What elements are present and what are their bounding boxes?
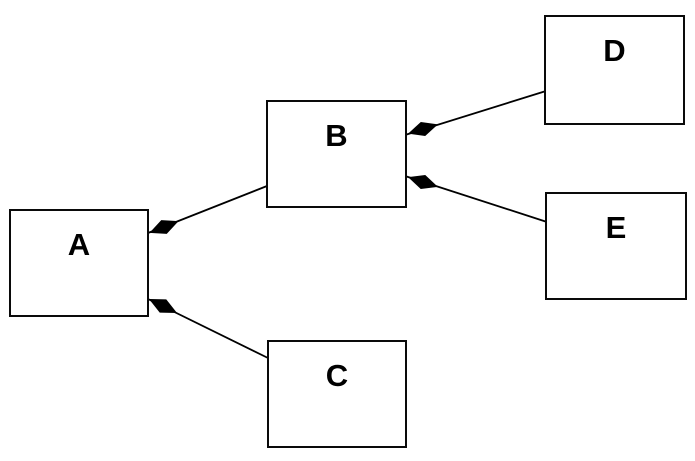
node-D-label: D [603,33,626,68]
node-C-label: C [325,358,349,393]
composition-diamond-A-B-icon [149,220,179,234]
node-B: B [266,100,407,208]
node-C: C [267,340,407,448]
composition-diamond-A-C-icon [148,299,178,313]
node-A: A [9,209,149,317]
composition-diamond-B-D-icon [408,121,438,137]
node-B-label: B [325,118,348,153]
node-D: D [544,15,685,125]
node-E: E [545,192,687,300]
node-A-label: A [67,227,91,262]
node-E-label: E [605,210,627,245]
composition-diamond-B-E-icon [408,175,438,189]
